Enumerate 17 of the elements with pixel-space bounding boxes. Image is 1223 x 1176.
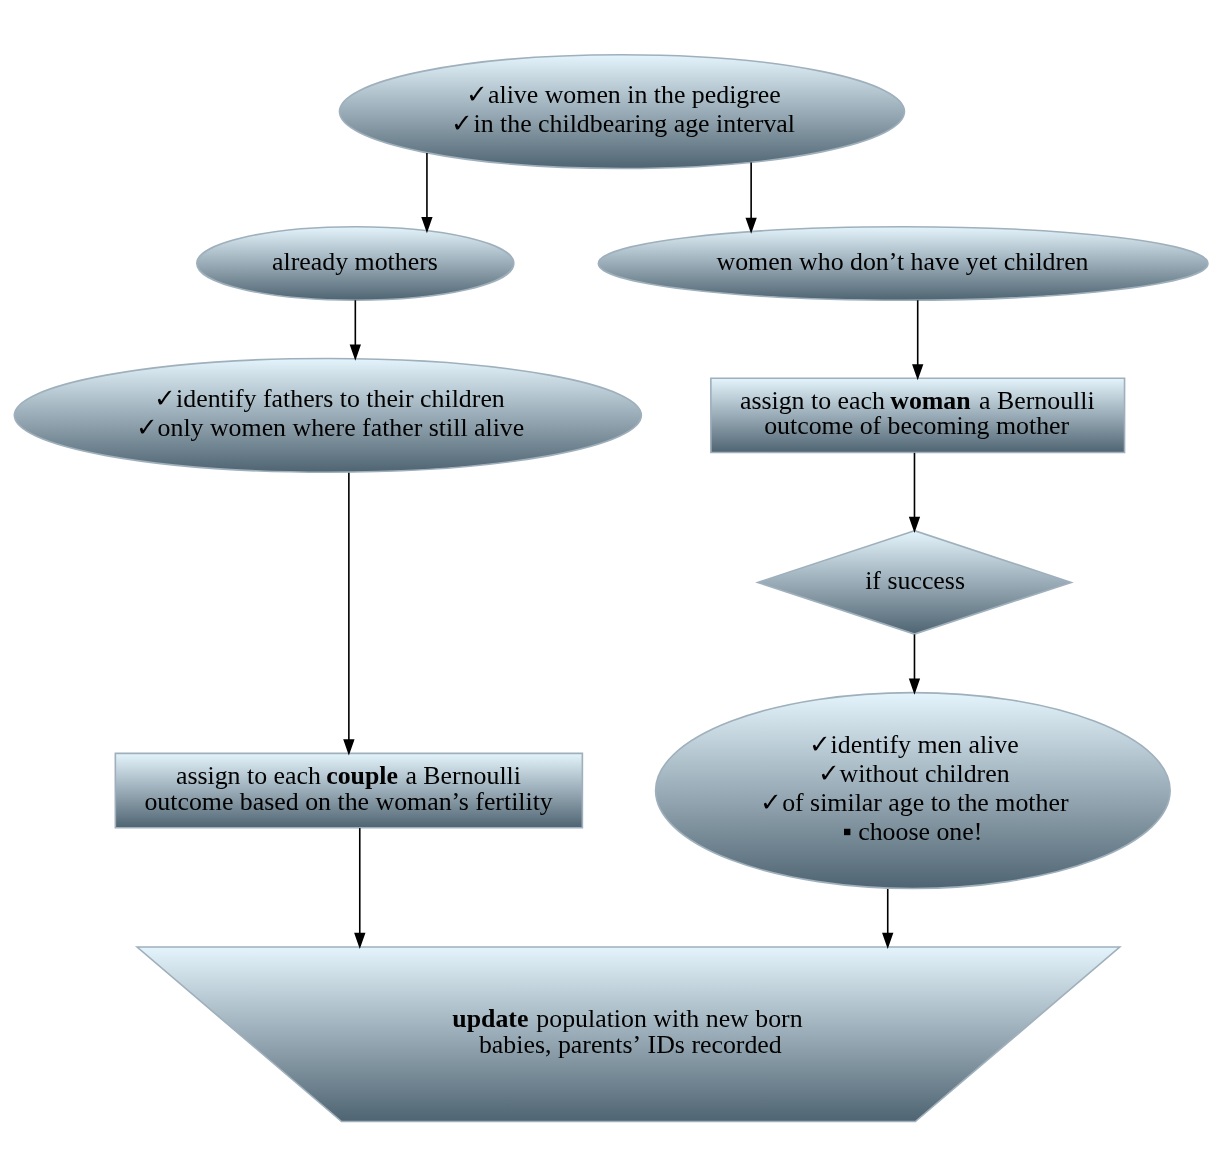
node-ellipse: ✓alive women in the pedigree ✓in the childbearing age interval — [338, 53, 906, 170]
arrow — [912, 299, 924, 381]
node-ellipse: ✓identify men alive ✓without children ✓of similar age to the mother ▪ choose one! — [654, 691, 1171, 890]
arrow — [354, 827, 366, 950]
arrow — [421, 152, 433, 234]
arrow — [908, 633, 921, 695]
arrow — [745, 161, 757, 234]
node-diamond: if success — [755, 529, 1074, 635]
node-ellipse: already mothers — [196, 225, 515, 302]
node-box: assign to each woman a Bernoulli outcome of becoming mother — [710, 377, 1126, 454]
arrow — [882, 888, 894, 949]
arrow — [908, 452, 921, 533]
node-ellipse: ✓identify fathers to their children ✓only women where father still alive — [13, 357, 643, 474]
node-ellipse: women who don’t have yet children — [597, 225, 1209, 302]
node-box: assign to each couple a Bernoulli outcome based on the woman’s fertility — [114, 752, 584, 829]
arrow — [343, 471, 355, 756]
arrow — [349, 299, 361, 361]
